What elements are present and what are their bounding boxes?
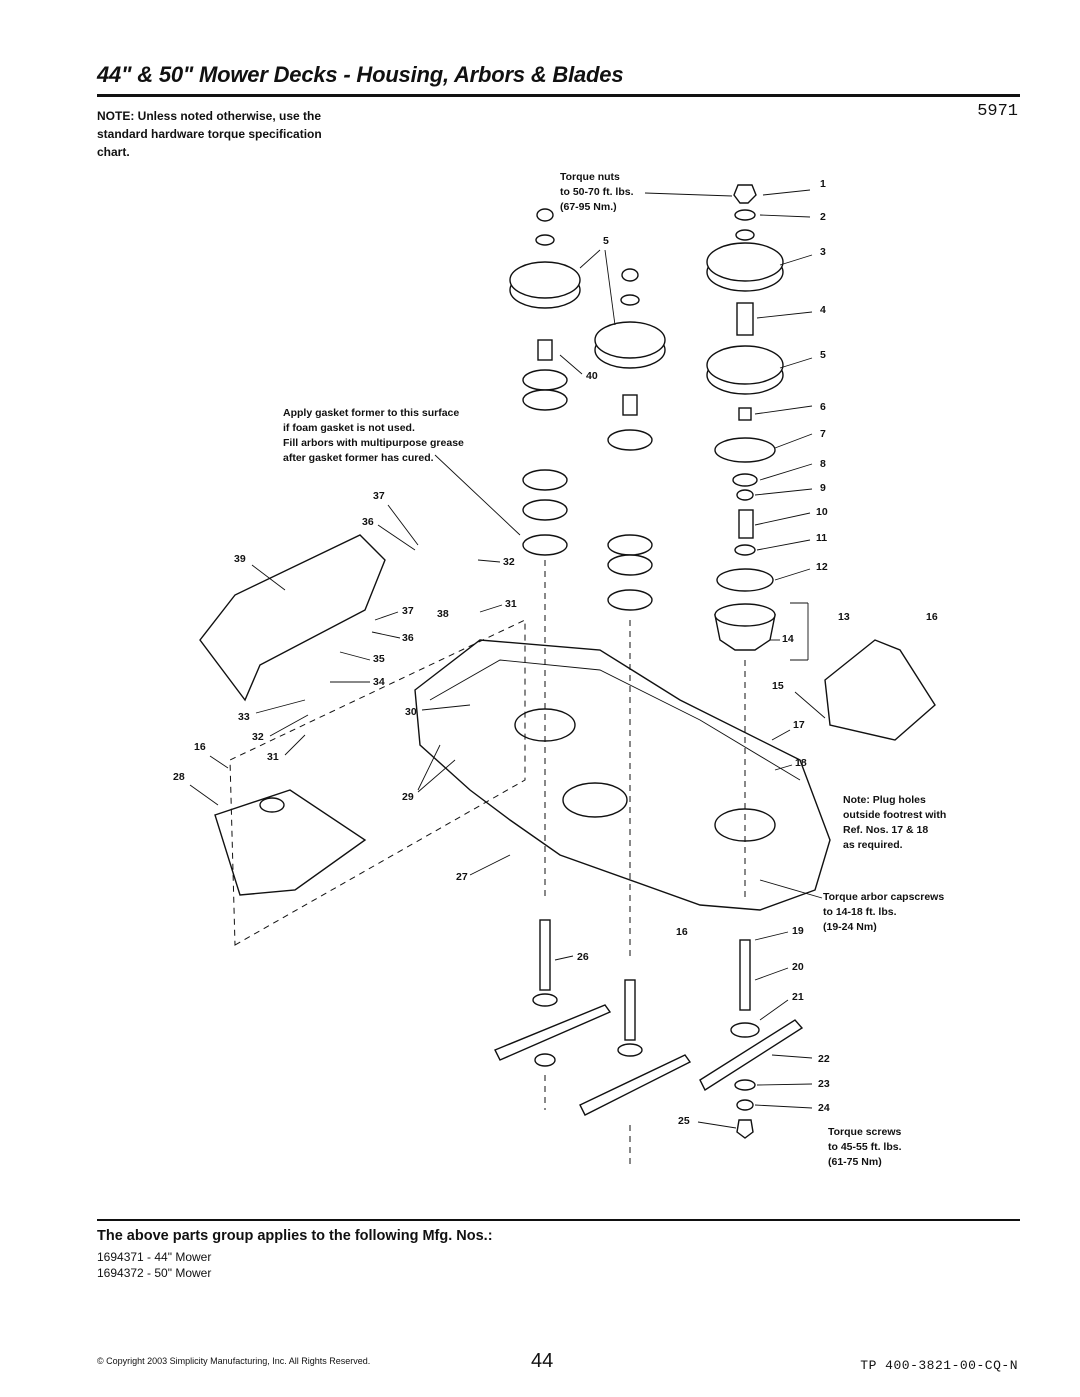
ref-number: 37 <box>373 490 385 502</box>
ref-number: 31 <box>267 751 279 763</box>
ref-number: 40 <box>586 370 598 382</box>
blade-screws-callout-line-1: Torque screws <box>828 1126 901 1138</box>
ref-number: 11 <box>816 532 827 544</box>
ref-number: 22 <box>818 1053 830 1065</box>
torque-note: NOTE: Unless noted otherwise, use the st… <box>97 109 322 159</box>
blade-assemblies <box>494 919 804 1165</box>
ref-number: 32 <box>503 556 515 568</box>
ref-number: 15 <box>772 680 784 692</box>
ref-number: 14 <box>782 633 794 645</box>
ref-number: 16 <box>676 926 688 938</box>
ref-number: 23 <box>818 1078 830 1090</box>
belt-cover <box>824 639 936 741</box>
page-number: 44 <box>531 1350 554 1372</box>
ref-number: 36 <box>362 516 374 528</box>
plug-holes-note-line-2: outside footrest with <box>843 809 946 821</box>
gasket-callout-line-4: after gasket former has cured. <box>283 452 434 464</box>
ref-number: 5 <box>820 349 826 361</box>
ref-number: 21 <box>792 991 804 1003</box>
ref-number: 13 <box>838 611 850 623</box>
ref-number: 30 <box>405 706 417 718</box>
mfg-number: 1694371 - 44" Mower <box>97 1250 212 1264</box>
ref-number: 4 <box>820 304 826 316</box>
blade-screws-callout-line-3: (61-75 Nm) <box>828 1156 882 1168</box>
ref-number: 20 <box>792 961 804 973</box>
reference-numbers: 1 2 3 4 5 5 6 7 8 9 10 11 12 13 16 14 15 <box>173 178 938 1129</box>
ref-number: 7 <box>820 428 826 440</box>
deck-spindle-opening-center <box>562 782 628 818</box>
ref-number: 9 <box>820 482 826 494</box>
ref-number: 26 <box>577 951 589 963</box>
header-rule <box>97 94 1020 97</box>
page-title: 44" & 50" Mower Decks - Housing, Arbors … <box>97 62 624 87</box>
ref-number: 19 <box>792 925 804 937</box>
ref-number: 29 <box>402 791 414 803</box>
copyright: © Copyright 2003 Simplicity Manufacturin… <box>97 1356 371 1366</box>
deflector-shield <box>214 789 367 896</box>
ref-number: 34 <box>373 676 385 688</box>
ref-number: 18 <box>795 757 807 769</box>
footer-rule <box>97 1219 1020 1221</box>
ref-number: 33 <box>238 711 250 723</box>
ref-number: 8 <box>820 458 826 470</box>
applies-heading: The above parts group applies to the fol… <box>97 1228 493 1244</box>
center-blade <box>579 1054 692 1116</box>
plug-holes-note-line-4: as required. <box>843 839 903 851</box>
discharge-chute <box>199 534 386 702</box>
right-spindle-stack <box>706 184 784 900</box>
ref-number: 24 <box>818 1102 830 1114</box>
mfg-number: 1694372 - 50" Mower <box>97 1266 212 1280</box>
gasket-callout-line-1: Apply gasket former to this surface <box>283 407 459 419</box>
ref-number: 31 <box>505 598 517 610</box>
ref-number: 10 <box>816 506 828 518</box>
ref-number: 37 <box>402 605 414 617</box>
ref-number: 6 <box>820 401 826 413</box>
ref-number: 17 <box>793 719 805 731</box>
ref-number: 16 <box>926 611 938 623</box>
exploded-parts-diagram: Torque nuts to 50-70 ft. lbs. (67-95 Nm.… <box>173 171 946 1168</box>
center-spindle-stack <box>594 268 666 960</box>
ref-number: 12 <box>816 561 828 573</box>
ref-number: 38 <box>437 608 449 620</box>
ref-number: 39 <box>234 553 246 565</box>
ref-number: 2 <box>820 211 826 223</box>
torque-nuts-callout-line-1: Torque nuts <box>560 171 620 183</box>
ref-number: 27 <box>456 871 468 883</box>
document-number: TP 400-3821-00-CQ-N <box>860 1358 1018 1373</box>
parts-code: 5971 <box>977 102 1018 121</box>
arbor-capscrews-callout-line-1: Torque arbor capscrews <box>823 891 944 903</box>
gasket-callout-line-2: if foam gasket is not used. <box>283 422 415 434</box>
ref-number: 28 <box>173 771 185 783</box>
left-spindle-stack <box>509 208 581 900</box>
ref-number: 3 <box>820 246 826 258</box>
gasket-callout-line-3: Fill arbors with multipurpose grease <box>283 437 464 449</box>
torque-nuts-callout-line-2: to 50-70 ft. lbs. <box>560 186 634 198</box>
torque-nuts-callout-line-3: (67-95 Nm.) <box>560 201 617 213</box>
ref-number: 35 <box>373 653 385 665</box>
arbor-capscrews-callout-line-3: (19-24 Nm) <box>823 921 877 933</box>
ref-number: 36 <box>402 632 414 644</box>
blade-screws-callout-line-2: to 45-55 ft. lbs. <box>828 1141 902 1153</box>
left-blade <box>494 1004 612 1061</box>
ref-number: 1 <box>820 178 826 190</box>
ref-number: 16 <box>194 741 206 753</box>
plug-holes-note-line-1: Note: Plug holes <box>843 794 926 806</box>
right-blade <box>699 1019 804 1092</box>
ref-number: 25 <box>678 1115 690 1127</box>
plug-holes-note-line-3: Ref. Nos. 17 & 18 <box>843 824 928 836</box>
arbor-capscrews-callout-line-2: to 14-18 ft. lbs. <box>823 906 897 918</box>
ref-number: 5 <box>603 235 609 247</box>
mower-deck-housing <box>414 639 831 911</box>
ref-number: 32 <box>252 731 264 743</box>
